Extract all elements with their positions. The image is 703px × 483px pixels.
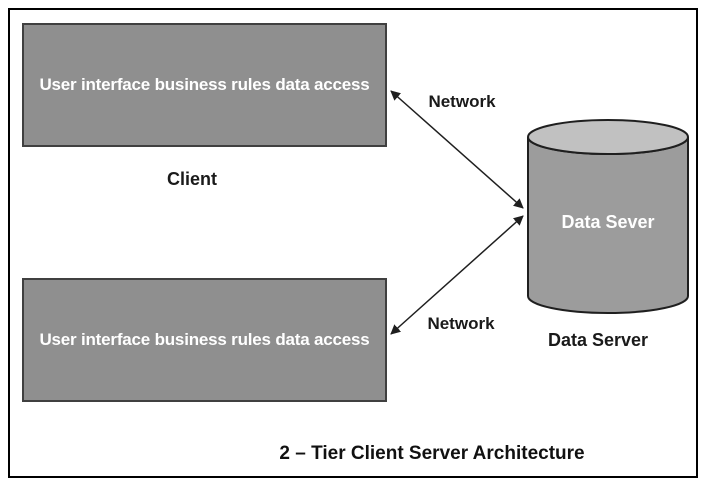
database-cylinder-label: Data Sever [561, 212, 655, 232]
database-cylinder-top [527, 119, 689, 155]
server-caption: Data Server [547, 330, 649, 350]
client-box-top: User interface business rules data acces… [22, 23, 387, 147]
network-arrow-bottom [390, 215, 524, 335]
network-arrow-top [390, 90, 524, 209]
client-box-bottom: User interface business rules data acces… [22, 278, 387, 402]
database-cylinder-icon [527, 119, 689, 314]
client-caption: Client [166, 169, 217, 189]
diagram-title: 2 – Tier Client Server Architecture [279, 443, 585, 464]
network-label-bottom: Network [427, 314, 495, 333]
diagram-border [8, 8, 698, 478]
client-box-top-label: User interface business rules data acces… [39, 75, 370, 94]
client-box-bottom-label: User interface business rules data acces… [39, 330, 370, 349]
network-label-top: Network [428, 92, 496, 111]
